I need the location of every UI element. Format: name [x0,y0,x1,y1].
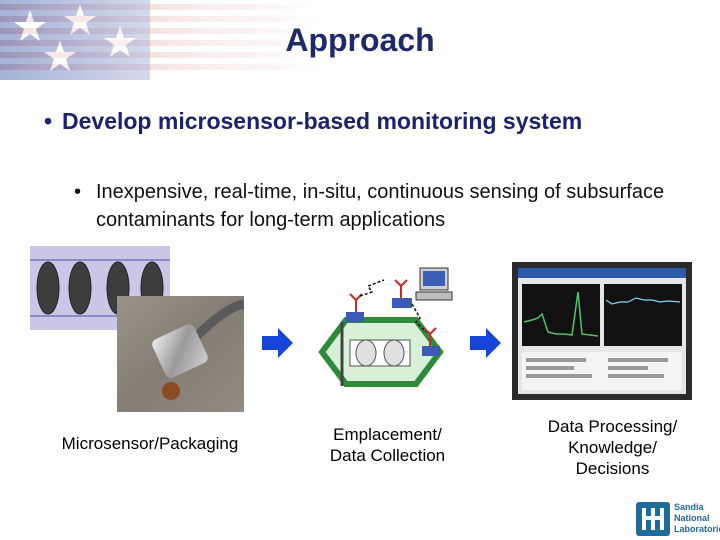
slide-title: Approach [285,22,435,58]
emplacement-diagram [318,267,453,387]
caption-emplacement: Emplacement/ Data Collection [300,424,475,466]
logo-line: Sandia [674,502,704,512]
caption-line: Data Collection [329,446,446,465]
caption-data-processing: Data Processing/ Knowledge/ Decisions [520,416,705,479]
main-bullet: • Develop microsensor-based monitoring s… [44,106,644,137]
right-arrow-icon [262,328,293,358]
caption-line: Knowledge/ [568,438,657,457]
data-monitor-photo [512,262,692,400]
bullet-glyph: • [44,108,53,134]
caption-line: Data Processing/ [547,417,678,436]
caption-line: Microsensor/Packaging [61,434,239,453]
caption-line: Emplacement/ [333,425,442,444]
caption-microsensor: Microsensor/Packaging [30,433,270,454]
caption-line: Decisions [575,459,650,478]
sandia-thunderbird-icon [636,502,670,536]
bullet-glyph: • [74,181,82,203]
sensor-package-photo [117,296,244,412]
computer-icon [415,267,453,301]
main-bullet-text: Develop microsensor-based monitoring sys… [62,108,583,134]
sub-bullet-text: Inexpensive, real-time, in-situ, continu… [96,181,665,231]
right-arrow-icon [470,328,501,358]
sandia-logo: Sandia National Laboratories [636,500,720,538]
logo-line: Laboratories [674,524,720,534]
logo-line: National [674,513,710,523]
sub-bullet: • Inexpensive, real-time, in-situ, conti… [74,178,694,234]
flag-banner [0,0,720,80]
